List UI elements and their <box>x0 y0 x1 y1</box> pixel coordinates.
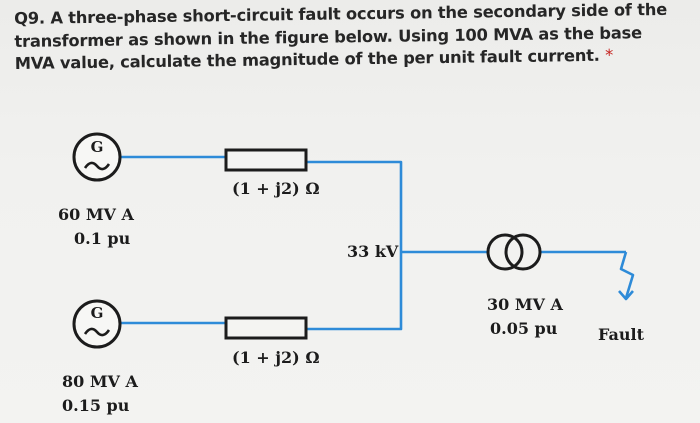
generator-2-reactance: 0.15 pu <box>62 396 130 415</box>
transformer-icon <box>486 233 542 271</box>
line-2-impedance-box <box>224 316 308 340</box>
bus-voltage-label: 33 kV <box>347 242 399 261</box>
generator-2-rating: 80 MV A <box>62 372 139 391</box>
svg-text:G: G <box>91 304 104 322</box>
fault-symbol-icon <box>619 251 635 299</box>
line-2-impedance-label: (1 + j2) Ω <box>232 348 320 367</box>
generator-1-icon: G <box>72 132 122 182</box>
wire-line1-to-bus <box>306 160 403 252</box>
line-1-impedance-box <box>224 148 308 172</box>
generator-1-reactance: 0.1 pu <box>74 229 131 248</box>
circuit-wires <box>121 155 635 331</box>
transformer-rating: 30 MV A <box>487 295 564 314</box>
fault-label: Fault <box>598 325 645 344</box>
wire-line2-to-bus <box>306 252 403 331</box>
generator-1-rating: 60 MV A <box>58 205 135 224</box>
generator-2-icon: G <box>72 299 122 349</box>
svg-text:G: G <box>91 138 104 156</box>
fault-arrowhead-icon <box>618 290 634 301</box>
transformer-reactance: 0.05 pu <box>490 319 558 338</box>
line-1-impedance-label: (1 + j2) Ω <box>232 179 320 198</box>
